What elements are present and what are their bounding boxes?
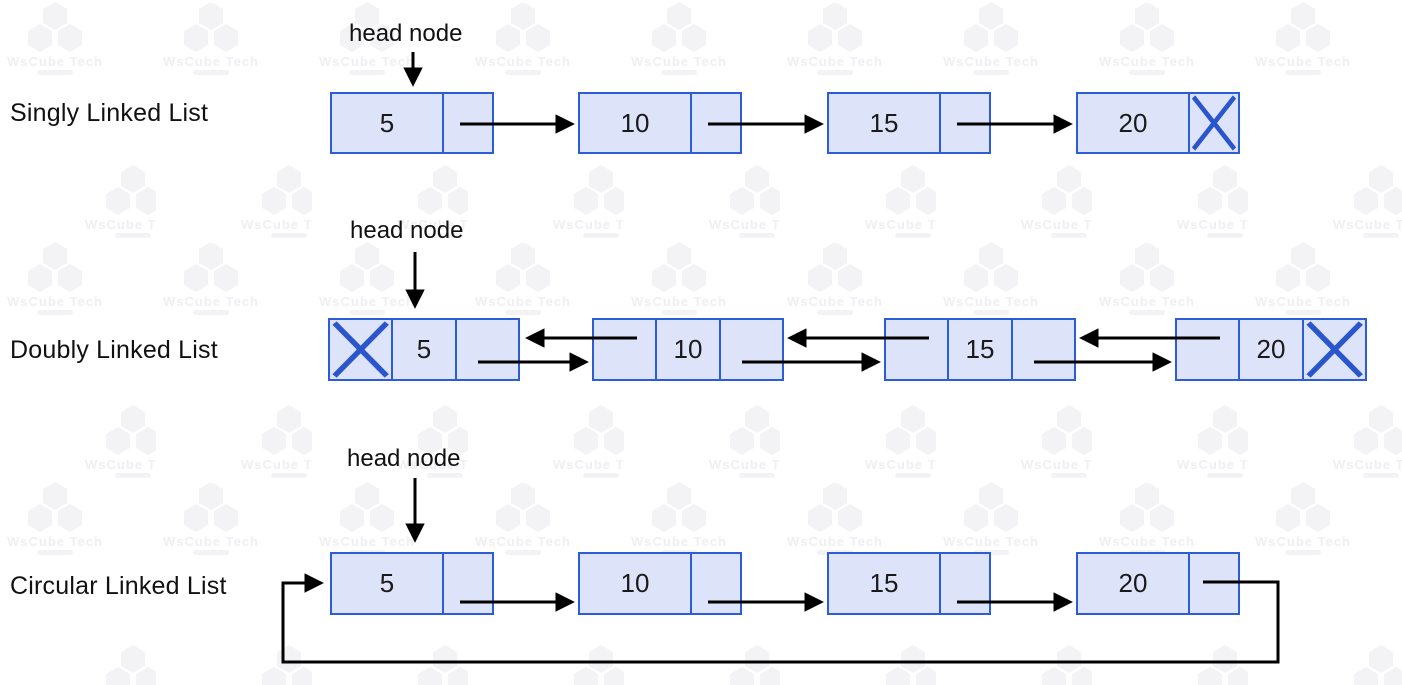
next-pointer-cell (442, 554, 492, 613)
node-value: 15 (965, 334, 995, 364)
next-pointer-cell (939, 94, 989, 152)
singly-node-4: 20 (1076, 92, 1240, 154)
value-cell: 5 (332, 554, 442, 613)
head-node-label-doubly: head node (350, 217, 464, 244)
value-cell: 10 (655, 320, 718, 379)
doubly-node-1: 5 (328, 318, 520, 381)
null-x-mark-icon (332, 321, 389, 378)
value-cell: 5 (391, 320, 454, 379)
node-value: 10 (620, 107, 650, 138)
node-value: 20 (1118, 107, 1148, 138)
next-pointer-cell (442, 94, 492, 152)
value-cell: 15 (947, 320, 1010, 379)
node-value: 5 (379, 107, 395, 138)
singly-node-2: 10 (578, 92, 742, 154)
head-node-label-circular: head node (347, 445, 461, 472)
next-pointer-cell (939, 554, 989, 613)
circular-node-1: 5 (330, 552, 494, 615)
node-value: 15 (869, 107, 899, 138)
node-value: 15 (869, 568, 899, 598)
value-cell: 15 (829, 94, 939, 152)
next-pointer-cell (454, 320, 518, 379)
next-pointer-cell (690, 554, 740, 613)
doubly-node-3: 15 (884, 318, 1076, 381)
node-value: 5 (416, 334, 432, 364)
head-node-label-singly: head node (349, 20, 463, 47)
null-x-mark-icon (1191, 95, 1237, 151)
singly-node-1: 5 (330, 92, 494, 154)
next-pointer-cell (690, 94, 740, 152)
value-cell: 10 (580, 94, 690, 152)
node-value: 5 (379, 568, 395, 598)
null-x-mark-icon (1306, 321, 1363, 378)
singly-node-3: 15 (827, 92, 991, 154)
next-pointer-cell (718, 320, 782, 379)
next-pointer-cell (1188, 94, 1238, 152)
value-cell: 15 (829, 554, 939, 613)
circular-node-4: 20 (1076, 552, 1240, 615)
value-cell: 20 (1078, 94, 1188, 152)
value-cell: 10 (580, 554, 690, 613)
row-label-circular: Circular Linked List (10, 572, 227, 600)
value-cell: 20 (1078, 554, 1188, 613)
prev-pointer-cell (594, 320, 655, 379)
prev-pointer-cell (886, 320, 947, 379)
node-value: 10 (620, 568, 650, 598)
circular-node-3: 15 (827, 552, 991, 615)
prev-pointer-cell (330, 320, 391, 379)
node-value: 10 (673, 334, 703, 364)
doubly-node-2: 10 (592, 318, 784, 381)
next-pointer-cell (1010, 320, 1074, 379)
next-pointer-cell (1188, 554, 1238, 613)
node-value: 20 (1118, 568, 1148, 598)
row-label-doubly: Doubly Linked List (10, 336, 218, 364)
circular-node-2: 10 (578, 552, 742, 615)
value-cell: 5 (332, 94, 442, 152)
node-value: 20 (1256, 334, 1286, 364)
doubly-node-4: 20 (1175, 318, 1367, 381)
prev-pointer-cell (1177, 320, 1238, 379)
row-label-singly: Singly Linked List (10, 99, 209, 127)
next-pointer-cell (1301, 320, 1365, 379)
value-cell: 20 (1238, 320, 1301, 379)
